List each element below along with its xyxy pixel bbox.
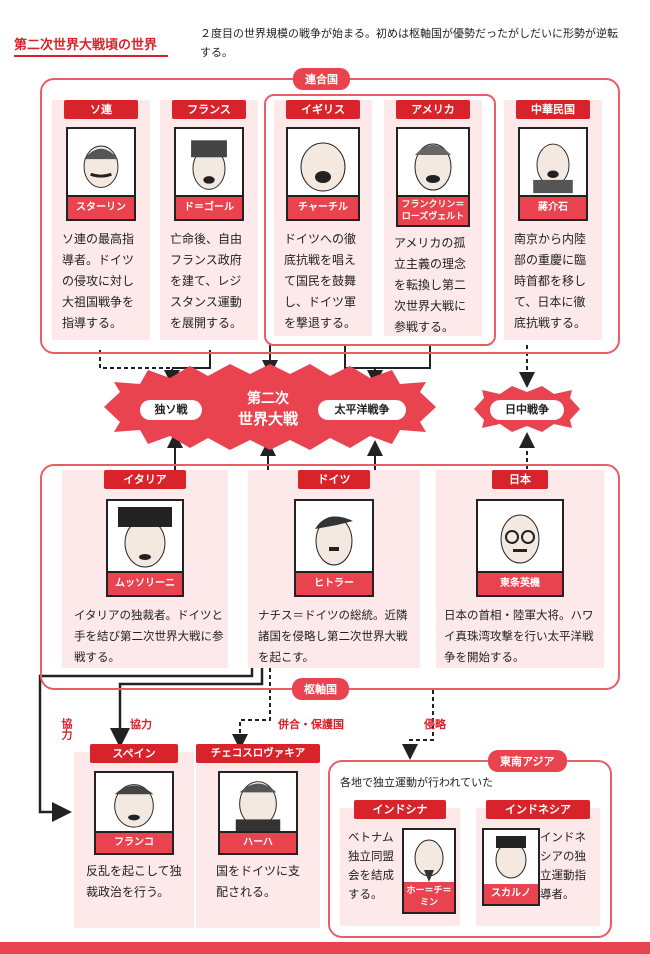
label-annexation: 併合・保護国 (278, 718, 344, 731)
portrait-chiang (518, 127, 588, 197)
portrait-hitler (294, 499, 374, 573)
person-name: ハーハ (218, 833, 298, 855)
person-name: フランコ (94, 833, 174, 855)
southeast-asia-frame (328, 760, 612, 938)
person-name: フランクリン＝ローズヴェルト (396, 197, 470, 227)
card-france: フランス ド＝ゴール 亡命後、自由フランス政府を建て、レジスタンス運動を展開する… (160, 100, 258, 340)
portrait-hacha (218, 771, 298, 833)
country-label: イギリス (286, 100, 360, 119)
card-usa: アメリカ フランクリン＝ローズヴェルト アメリカの孤立主義の理念を転換し第二次世… (384, 100, 482, 336)
axis-label: 枢軸国 (292, 678, 349, 700)
war-german-soviet: 独ソ戦 (140, 400, 202, 420)
portrait-ho-chi-minh (402, 828, 456, 884)
description: イタリアの独裁者。ドイツと手を結び第二次世界大戦に参戦する。 (74, 608, 224, 664)
portrait-de-gaulle (174, 127, 244, 197)
card-italy: イタリア ムッソリーニ イタリアの独裁者。ドイツと手を結び第二次世界大戦に参戦す… (62, 470, 228, 668)
person-name: ムッソリーニ (106, 573, 184, 597)
card-spain: スペイン フランコ 反乱を起こして独裁政治を行う。 (74, 744, 194, 928)
country-label: スペイン (90, 744, 178, 763)
country-label: 中華民国 (516, 100, 590, 119)
country-label: 日本 (492, 470, 548, 489)
description: 国をドイツに支配される。 (216, 864, 301, 899)
country-label: インドネシア (486, 800, 590, 819)
description: 日本の首相・陸軍大将。ハワイ真珠湾攻撃を行い太平洋戦争を開始する。 (444, 608, 594, 664)
war-pacific: 太平洋戦争 (318, 400, 406, 420)
country-label: ソ連 (64, 100, 138, 119)
person-name: 東条英機 (476, 573, 564, 597)
card-czechoslovakia: チェコスロヴァキア ハーハ 国をドイツに支配される。 (196, 744, 320, 928)
person-name: ド＝ゴール (174, 197, 244, 221)
allies-label: 連合国 (293, 68, 350, 90)
description: アメリカの孤立主義の理念を転換し第二次世界大戦に参戦する。 (394, 236, 467, 334)
person-name: スターリン (66, 197, 136, 221)
country-label: ドイツ (298, 470, 370, 489)
bottom-bar (0, 942, 650, 954)
description: 南京から内陸部の重慶に臨時首都を移して、日本に徹底抗戦する。 (514, 232, 587, 330)
description: 亡命後、自由フランス政府を建て、レジスタンス運動を展開する。 (170, 232, 243, 330)
portrait-franco (94, 771, 174, 833)
portrait-stalin (66, 127, 136, 197)
description: ドイツへの徹底抗戦を唱えて国民を鼓舞し、ドイツ軍を撃退する。 (284, 232, 357, 330)
person-name: スカルノ (482, 884, 540, 906)
portrait-churchill (286, 127, 360, 197)
card-indochina: インドシナ ベトナム独立同盟会を結成する。 ホー＝チ＝ミン (340, 800, 460, 926)
description: ベトナム独立同盟会を結成する。 (348, 830, 394, 901)
label-cooperation: 協力 (130, 718, 152, 731)
intro-text: ２度目の世界規模の戦争が始まる。初めは枢軸国が優勢だったがしだいに形勢が逆転する… (200, 27, 618, 59)
description: インドネシアの独立運動指導者。 (540, 830, 586, 901)
portrait-roosevelt (396, 127, 470, 197)
southeast-asia-note: 各地で独立運動が行われていた (340, 776, 494, 789)
person-name: ホー＝チ＝ミン (402, 882, 456, 914)
card-uk: イギリス チャーチル ドイツへの徹底抗戦を唱えて国民を鼓舞し、ドイツ軍を撃退する… (274, 100, 372, 336)
country-label: イタリア (104, 470, 186, 489)
country-label: インドシナ (354, 800, 446, 819)
southeast-asia-label: 東南アジア (488, 750, 567, 772)
country-label: チェコスロヴァキア (196, 744, 320, 763)
description: ソ連の最高指導者。ドイツの侵攻に対し大祖国戦争を指導する。 (62, 232, 135, 330)
portrait-sukarno (482, 828, 540, 886)
country-label: フランス (172, 100, 246, 119)
portrait-tojo (476, 499, 564, 573)
uk-us-subframe (264, 94, 496, 346)
war-burst (104, 364, 436, 450)
card-soviet: ソ連 スターリン ソ連の最高指導者。ドイツの侵攻に対し大祖国戦争を指導する。 (52, 100, 150, 340)
description: ナチス＝ドイツの総統。近隣諸国を侵略し第二次世界大戦を起こす。 (258, 608, 408, 664)
person-name: 蔣介石 (518, 197, 588, 221)
war-main-line2: 世界大戦 (237, 410, 298, 428)
person-name: チャーチル (286, 197, 360, 221)
war-main-line1: 第二次 (247, 391, 289, 407)
label-cooperation-vertical: 協力 (60, 718, 73, 740)
card-japan: 日本 東条英機 日本の首相・陸軍大将。ハワイ真珠湾攻撃を行い太平洋戦争を開始する… (436, 470, 604, 668)
country-label: アメリカ (396, 100, 470, 119)
war-sino-japanese: 日中戦争 (490, 400, 564, 420)
description: 反乱を起こして独裁政治を行う。 (86, 864, 182, 899)
card-germany: ドイツ ヒトラー ナチス＝ドイツの総統。近隣諸国を侵略し第二次世界大戦を起こす。 (248, 470, 420, 668)
person-name: ヒトラー (294, 573, 374, 597)
title-underline (14, 55, 168, 57)
page-title: 第二次世界大戦頃の世界 (14, 38, 158, 53)
card-china: 中華民国 蔣介石 南京から内陸部の重慶に臨時首都を移して、日本に徹底抗戦する。 (504, 100, 602, 340)
card-indonesia: インドネシア スカルノ インドネシアの独立運動指導者。 (476, 800, 600, 926)
label-invasion: 侵略 (424, 718, 446, 731)
portrait-mussolini (106, 499, 184, 573)
